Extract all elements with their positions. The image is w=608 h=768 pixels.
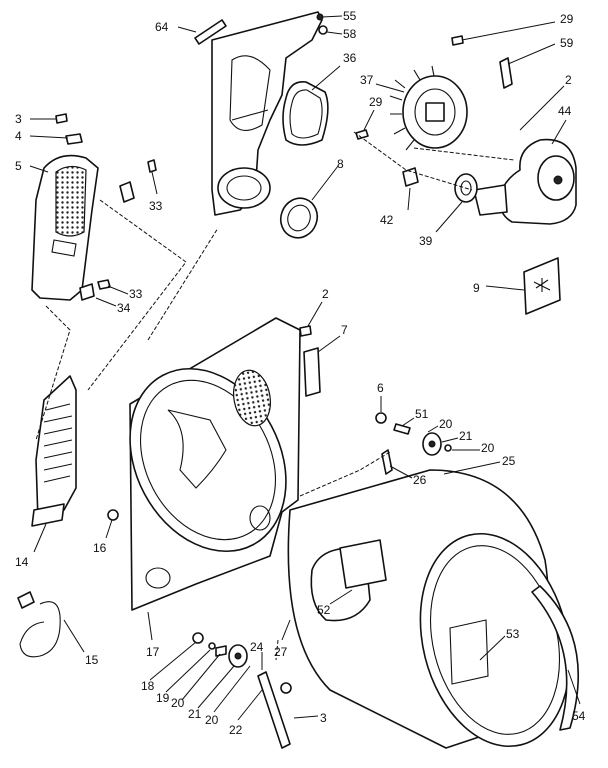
callout-25: 25 xyxy=(502,454,516,468)
callout-44: 44 xyxy=(558,104,572,118)
callout-39: 39 xyxy=(419,234,433,248)
front-bulkhead-17 xyxy=(129,317,301,611)
callout-9: 9 xyxy=(473,281,480,295)
callout-27: 27 xyxy=(274,645,288,659)
callout-2-top: 2 xyxy=(565,73,572,87)
callout-36: 36 xyxy=(343,51,357,65)
callout-33-top: 33 xyxy=(149,199,163,213)
strap-7 xyxy=(303,347,321,397)
seal-ring-8 xyxy=(279,197,319,239)
callout-33-bottom: 33 xyxy=(129,287,143,301)
blower-wheel-37 xyxy=(389,65,468,151)
heater-element-14 xyxy=(31,375,77,527)
screw-29-left xyxy=(355,129,369,140)
callout-16: 16 xyxy=(93,541,107,555)
callout-54: 54 xyxy=(572,709,586,723)
fastener-33-34 xyxy=(79,279,111,301)
screw-2 xyxy=(299,325,312,337)
callout-52: 52 xyxy=(317,603,331,617)
label-9 xyxy=(523,257,561,315)
nuts-55-58 xyxy=(316,13,328,35)
callout-58: 58 xyxy=(343,27,357,41)
bracket-33-top xyxy=(119,159,157,203)
callout-21-a: 21 xyxy=(459,429,473,443)
callout-7: 7 xyxy=(341,323,348,337)
callout-4: 4 xyxy=(15,129,22,143)
callout-20-a: 20 xyxy=(439,417,453,431)
rear-duct-panel xyxy=(211,11,323,216)
seal-36 xyxy=(282,81,329,146)
callout-8: 8 xyxy=(337,157,344,171)
callout-21-b: 21 xyxy=(188,707,202,721)
screw-16 xyxy=(107,509,119,521)
callout-26: 26 xyxy=(413,473,427,487)
callout-18: 18 xyxy=(141,679,155,693)
screw-29-top xyxy=(451,35,464,46)
drum-25 xyxy=(287,469,571,749)
callout-5: 5 xyxy=(15,159,22,173)
callout-37: 37 xyxy=(360,73,374,87)
callout-59: 59 xyxy=(560,36,574,50)
callout-20-b: 20 xyxy=(481,441,495,455)
callout-55: 55 xyxy=(343,9,357,23)
roller-assembly-top xyxy=(375,412,452,475)
dashed-reference-lines xyxy=(35,131,515,661)
callout-14: 14 xyxy=(15,555,29,569)
callout-15: 15 xyxy=(85,653,99,667)
callout-20-c: 20 xyxy=(171,696,185,710)
callout-29-left: 29 xyxy=(369,95,383,109)
blower-housing-44 xyxy=(473,138,577,225)
callout-2-middle: 2 xyxy=(322,287,329,301)
callout-22: 22 xyxy=(229,723,243,737)
callout-6: 6 xyxy=(377,381,384,395)
callout-24: 24 xyxy=(250,640,264,654)
callout-51: 51 xyxy=(415,407,429,421)
callout-17: 17 xyxy=(146,645,160,659)
callout-labels: 64 55 58 36 37 29 29 59 2 44 3 4 xyxy=(15,9,586,737)
fastener-3-4 xyxy=(55,113,83,145)
strip-64 xyxy=(194,19,227,45)
callout-29-top: 29 xyxy=(560,12,574,26)
callout-53: 53 xyxy=(506,627,520,641)
wire-15 xyxy=(17,591,61,658)
lint-housing-5 xyxy=(31,154,99,301)
callout-64: 64 xyxy=(155,20,169,34)
callout-3-bottom: 3 xyxy=(320,711,327,725)
drum-seal-54 xyxy=(531,585,580,731)
bracket-59 xyxy=(499,57,513,89)
callout-20-d: 20 xyxy=(205,713,219,727)
callout-42: 42 xyxy=(380,213,394,227)
callout-3-top: 3 xyxy=(15,112,22,126)
clip-42 xyxy=(402,167,419,187)
callout-34: 34 xyxy=(117,301,131,315)
roller-assembly-bottom xyxy=(192,632,292,749)
callout-19: 19 xyxy=(156,691,170,705)
